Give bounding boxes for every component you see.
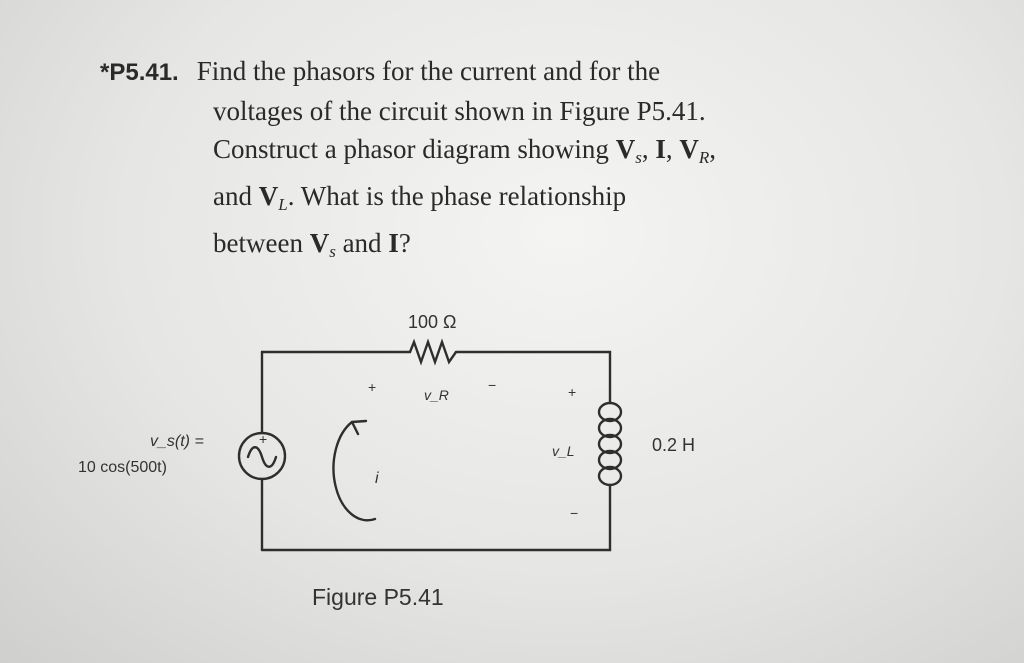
problem-line-2: voltages of the circuit shown in Figure … [213,96,706,126]
source-label-line2: 10 cos(500t) [78,459,167,476]
problem-line-3: Construct a phasor diagram showing Vs, I… [213,134,716,167]
problem-statement: *P5.41.Find the phasors for the current … [100,52,860,271]
sine-wave-icon [246,446,278,468]
problem-line-4: and VL. What is the phase relationship [213,181,627,214]
vr-minus-sign: − [488,377,496,393]
vr-label: v_R [424,387,449,403]
resistor-zigzag [408,338,458,366]
current-arrowhead [350,419,368,436]
current-label: i [375,470,379,487]
resistor-label: 100 Ω [408,312,457,332]
problem-line-1: *P5.41.Find the phasors for the current … [100,56,661,86]
source-label-line1: v_s(t) = [150,433,204,450]
vr-plus-sign: + [368,379,376,395]
top-wire-right [454,350,612,405]
vl-minus-sign: − [570,505,578,521]
figure-caption: Figure P5.41 [312,584,444,610]
problem-number: *P5.41. [100,59,179,86]
inductor-coil [597,401,623,487]
inductor-label: 0.2 H [652,435,695,455]
vl-plus-sign: + [568,384,576,400]
vl-label: v_L [552,443,575,459]
problem-line-5: between Vs and I? [213,228,411,261]
current-arrow [332,420,377,522]
right-wire [260,483,612,552]
source-plus-sign: + [259,431,267,447]
